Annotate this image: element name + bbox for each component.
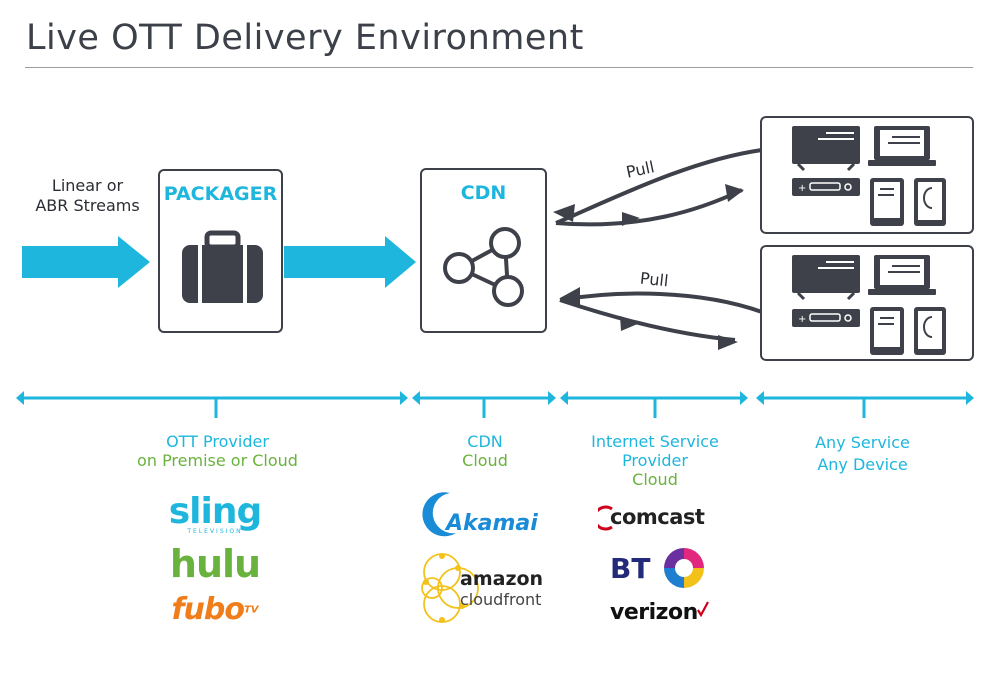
caption-device-line2: Any Device [817, 455, 908, 474]
packager-box[interactable]: PACKAGER [158, 169, 283, 333]
comcast-ring-icon [598, 505, 613, 531]
caption-isp-line1: Internet Service [591, 432, 719, 451]
device-group-top[interactable]: + [760, 116, 974, 234]
caption-isp: Internet Service Provider Cloud [570, 432, 740, 489]
input-streams-label: Linear or ABR Streams [20, 176, 155, 216]
tablet-icon [870, 307, 904, 355]
akamai-wave-icon [422, 492, 465, 537]
sling-logo-text: sling [168, 491, 263, 532]
tv-icon [792, 126, 860, 172]
title-divider [25, 67, 973, 68]
pull-arrowhead-bottom-device [718, 335, 738, 350]
akamai-logo-text: Akamai [446, 511, 538, 536]
cdn-box[interactable]: CDN [420, 168, 547, 333]
hulu-logo: hulu [169, 542, 261, 586]
set-top-box-icon: + [792, 178, 860, 196]
caption-cdn: CDN Cloud [430, 432, 540, 470]
svg-text:+: + [798, 183, 806, 194]
verizon-logo: verizon [610, 600, 710, 628]
pull-loop-bottom [559, 291, 763, 342]
akamai-logo: Akamai [420, 487, 545, 537]
verizon-logo-text: verizon [610, 600, 698, 625]
devices-icon: + [792, 255, 946, 355]
cloudfront-logo-text: cloudfront [460, 590, 542, 609]
bracket-isp [560, 391, 748, 418]
briefcase-icon [182, 230, 263, 303]
caption-cdn-line2: Cloud [462, 451, 508, 470]
laptop-icon [868, 126, 936, 166]
bt-globe-icon [664, 548, 704, 588]
page-title: Live OTT Delivery Environment [26, 18, 584, 58]
pull-arrowhead-top-mid [622, 212, 640, 226]
comcast-logo-text: comcast [610, 505, 705, 529]
bracket-ott [16, 391, 408, 418]
cloudfront-rings-icon [421, 553, 479, 623]
pull-arrowhead-bottom-mid [620, 316, 640, 331]
laptop-icon [868, 255, 936, 295]
share-network-icon [443, 227, 524, 307]
phone-icon [914, 307, 946, 355]
comcast-logo: comcast [598, 503, 718, 533]
verizon-check-icon [697, 601, 709, 618]
caption-ott-line2: on Premise or Cloud [137, 451, 298, 470]
pull-arrowhead-bottom-cdn [560, 287, 580, 306]
input-label-line2: ABR Streams [35, 196, 140, 215]
pull-label-bottom: Pull [639, 268, 670, 291]
device-group-bottom[interactable]: + [760, 245, 974, 361]
tablet-icon [870, 178, 904, 226]
sling-logo: sling TELEVISION [160, 491, 270, 536]
caption-ott-provider: OTT Provider on Premise or Cloud [110, 432, 325, 470]
caption-any-device: Any Service Any Device [780, 432, 945, 476]
caption-ott-line1: OTT Provider [166, 432, 269, 451]
sling-logo-subtext: TELEVISION [187, 528, 243, 535]
input-label-line1: Linear or [51, 176, 124, 195]
caption-device-line1: Any Service [815, 433, 910, 452]
fubo-logo: fuboTV [165, 592, 265, 627]
caption-isp-line2: Provider [622, 451, 688, 470]
fubo-logo-text: fubo [171, 592, 244, 627]
set-top-box-icon: + [792, 309, 860, 327]
devices-icon: + [792, 126, 946, 226]
packager-to-cdn-arrow [284, 236, 416, 288]
bracket-cdn [412, 391, 556, 418]
pull-arrowhead-top-device [725, 184, 744, 202]
cdn-label: CDN [460, 182, 507, 204]
pull-arrowhead-top-cdn [553, 204, 575, 222]
svg-text:+: + [798, 314, 806, 325]
bracket-device [756, 391, 974, 418]
phone-icon [914, 178, 946, 226]
bt-logo: BT [610, 544, 710, 592]
fubo-logo-tv: TV [243, 604, 259, 616]
caption-cdn-line1: CDN [467, 432, 503, 451]
input-arrow [22, 236, 150, 288]
packager-label: PACKAGER [163, 183, 278, 205]
tv-icon [792, 255, 860, 301]
pull-loop-top [555, 148, 763, 227]
caption-isp-line3: Cloud [632, 470, 678, 489]
bt-logo-text: BT [610, 552, 651, 585]
amazon-cloudfront-logo: amazon cloudfront [418, 548, 548, 628]
amazon-logo-text: amazon [460, 568, 544, 590]
